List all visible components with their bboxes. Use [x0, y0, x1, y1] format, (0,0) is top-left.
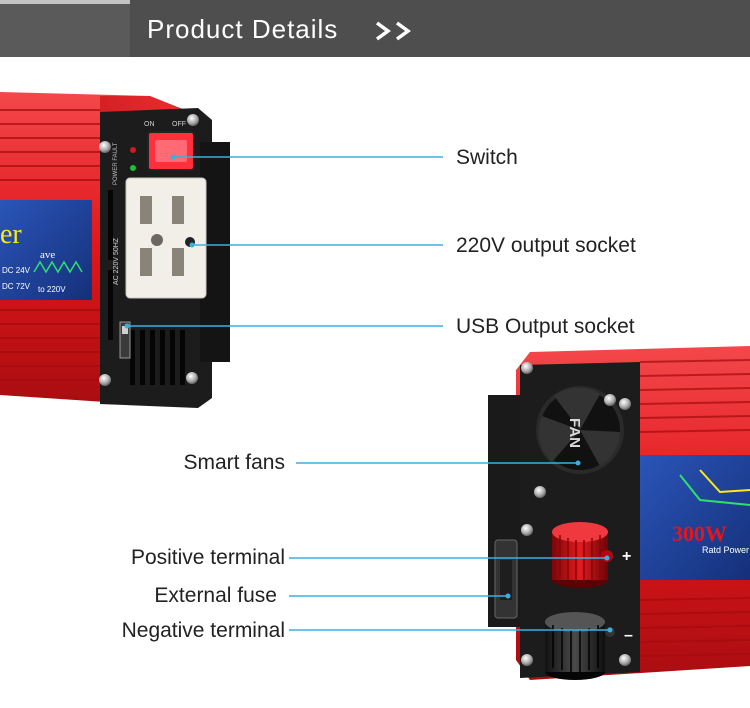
- callout-smart-fans: Smart fans: [183, 451, 285, 474]
- header-side-block: [0, 0, 130, 57]
- svg-text:DC 24V: DC 24V: [2, 266, 31, 275]
- callout-positive-terminal: Positive terminal: [130, 546, 285, 569]
- svg-text:POWER FAULT: POWER FAULT: [113, 142, 119, 185]
- callout-output-socket: 220V output socket: [456, 234, 636, 257]
- svg-text:to 220V: to 220V: [38, 285, 66, 294]
- page-title: Product Details: [147, 14, 339, 44]
- inverter-unit-bottom: 300W Ratd Power FAN +: [488, 346, 750, 680]
- svg-text:er: er: [0, 219, 22, 250]
- svg-text:ON: ON: [144, 121, 155, 128]
- svg-text:ave: ave: [40, 249, 55, 261]
- svg-text:DC 72V: DC 72V: [2, 282, 31, 291]
- svg-text:+: +: [622, 548, 631, 565]
- header-accent-stripe: [0, 0, 130, 4]
- svg-text:300W: 300W: [672, 521, 727, 546]
- svg-text:FAN: FAN: [566, 418, 583, 448]
- svg-text:Ratd Power: Ratd Power: [702, 545, 749, 555]
- inverter-unit-top: er ave DC 24V DC 72V to 220V ON OFF POWE…: [0, 92, 230, 408]
- svg-text:OFF: OFF: [172, 121, 186, 128]
- callout-usb-socket: USB Output socket: [456, 315, 635, 338]
- callout-switch: Switch: [456, 146, 518, 169]
- callout-external-fuse: External fuse: [154, 584, 277, 607]
- svg-text:AC 220V 50HZ: AC 220V 50HZ: [113, 237, 120, 285]
- callout-lines: [124, 154, 613, 633]
- callout-negative-terminal: Negative terminal: [121, 619, 285, 642]
- double-chevron-right-icon: [375, 21, 411, 41]
- svg-text:–: –: [624, 627, 633, 644]
